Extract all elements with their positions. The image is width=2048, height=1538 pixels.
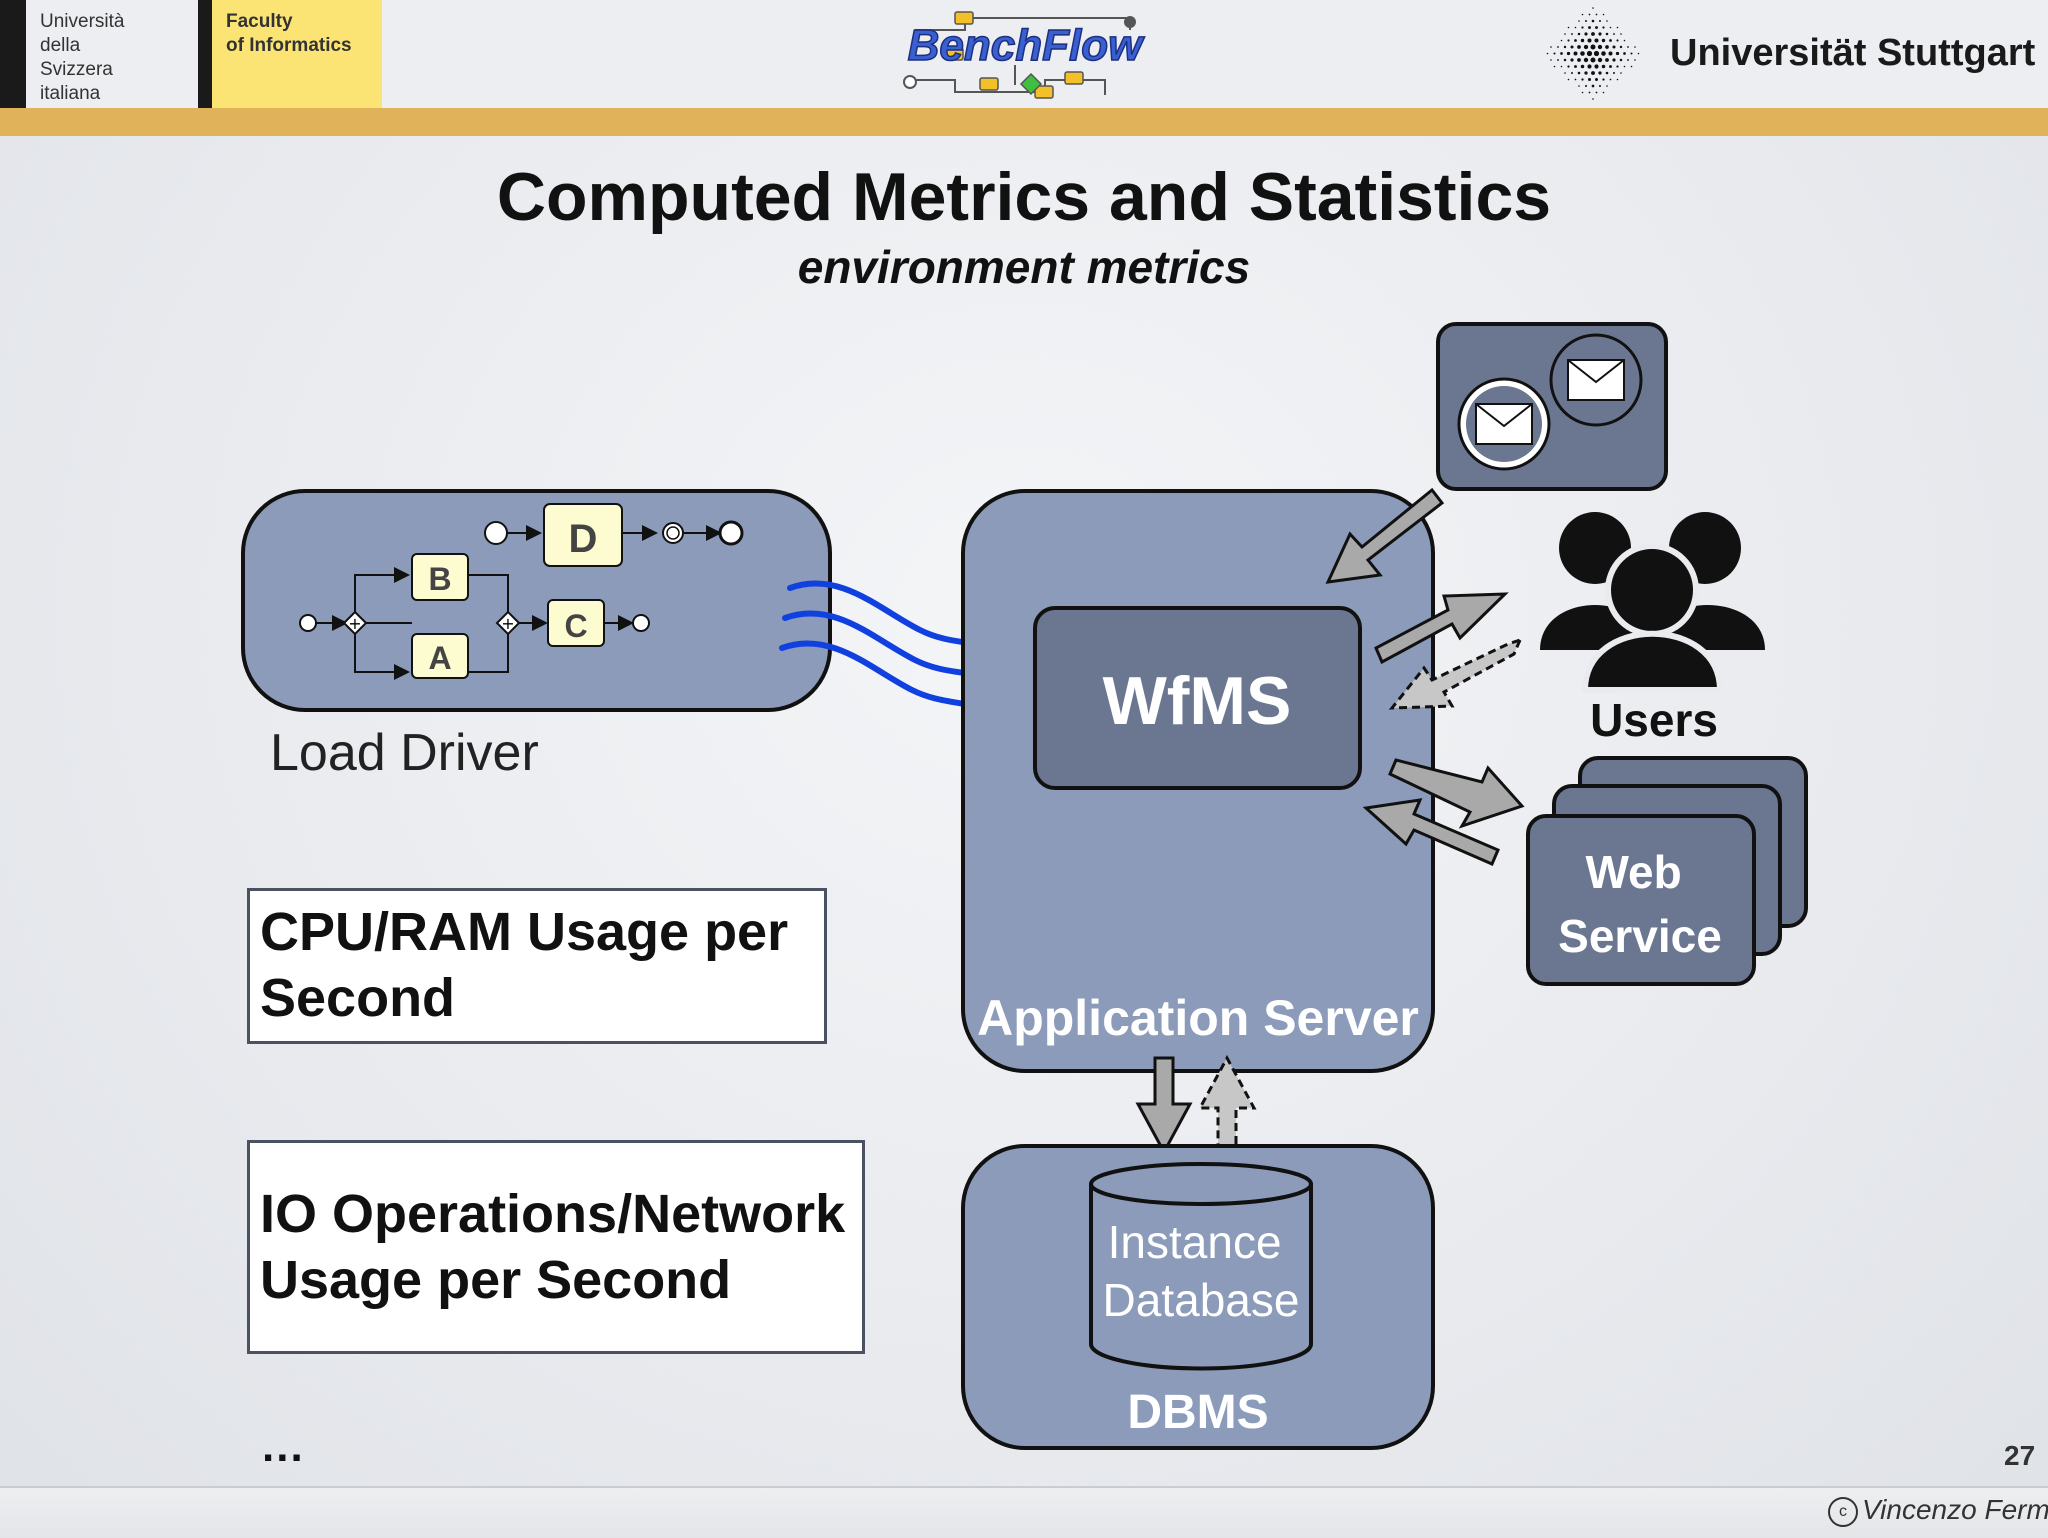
- usi-logo-bar: [0, 0, 26, 108]
- message-events-node: [1436, 322, 1668, 491]
- metric-io-network: IO Operations/Network Usage per Second: [247, 1140, 865, 1354]
- creative-commons-icon: c: [1828, 1496, 1858, 1527]
- web-service-label: Web Service: [1558, 846, 1722, 962]
- application-server-node: WfMS Application Server: [961, 489, 1435, 1073]
- page-number: 27: [2004, 1440, 2036, 1471]
- database-icon: [1089, 1162, 1313, 1371]
- usi-name: Università della Svizzera italiana: [40, 11, 125, 104]
- users-label: Users: [1590, 694, 1718, 746]
- task-b: B: [411, 553, 469, 601]
- web-service-label-line: Web: [1585, 846, 1681, 898]
- benchflow-wordmark: BenchFlow: [908, 21, 1145, 70]
- wfms-to-users-arrow: [1374, 592, 1509, 665]
- users-icon: [1540, 512, 1765, 693]
- slide-header: Università della Svizzera italiana Facul…: [0, 0, 2048, 108]
- task-a-label: A: [428, 640, 451, 676]
- dbms-to-appserver-arrow: [1197, 1054, 1257, 1154]
- benchflow-logo: BenchFlow: [903, 11, 1146, 99]
- svg-text:+: +: [501, 614, 514, 633]
- task-a: A: [411, 633, 469, 679]
- task-c-label: C: [564, 608, 587, 644]
- faculty-name: Faculty of Informatics: [226, 11, 352, 56]
- instance-db-label-line: Database: [1103, 1274, 1300, 1326]
- slide-title: Computed Metrics and Statistics: [496, 159, 1552, 235]
- wfms-label: WfMS: [1103, 663, 1292, 739]
- message-arrow: [1325, 487, 1445, 584]
- header-gold-bar: [0, 108, 2048, 136]
- task-c: C: [547, 599, 605, 647]
- ellipsis: ...: [262, 1422, 305, 1471]
- envelope-icon: [1567, 359, 1625, 401]
- faculty-box: [212, 0, 382, 108]
- slide-subtitle: environment metrics: [797, 241, 1251, 293]
- dbms-label: DBMS: [1127, 1386, 1268, 1439]
- task-d-label: D: [569, 517, 598, 561]
- load-driver-node: + + D B A C: [241, 489, 832, 712]
- author-name: Vincenzo Ferme: [1862, 1494, 2048, 1525]
- header-separator: [198, 0, 212, 108]
- instance-db-label-line: Instance: [1108, 1216, 1282, 1268]
- task-d: D: [543, 503, 623, 567]
- users-to-wfms-arrow: [1388, 637, 1523, 710]
- app-server-label: Application Server: [977, 990, 1419, 1046]
- web-service-node: Web Service: [1526, 756, 1808, 986]
- appserver-to-dbms-arrow: [1135, 1056, 1193, 1156]
- slide-footer: [0, 1486, 2048, 1538]
- stuttgart-logo: [1546, 7, 1640, 100]
- task-b-label: B: [428, 561, 451, 597]
- webservice-to-wfms-arrow: [1362, 798, 1500, 866]
- dbms-node: Instance Database DBMS: [961, 1144, 1435, 1450]
- instance-db-label: Instance Database: [1103, 1216, 1300, 1326]
- svg-text:+: +: [348, 614, 361, 633]
- wfms-to-webservice-arrow: [1388, 758, 1525, 829]
- university-name: Universität Stuttgart: [1670, 32, 2036, 74]
- web-service-label-line: Service: [1558, 910, 1722, 962]
- envelope-icon: [1475, 403, 1533, 445]
- metric-cpu-ram: CPU/RAM Usage per Second: [247, 888, 827, 1044]
- load-driver-label: Load Driver: [270, 724, 539, 782]
